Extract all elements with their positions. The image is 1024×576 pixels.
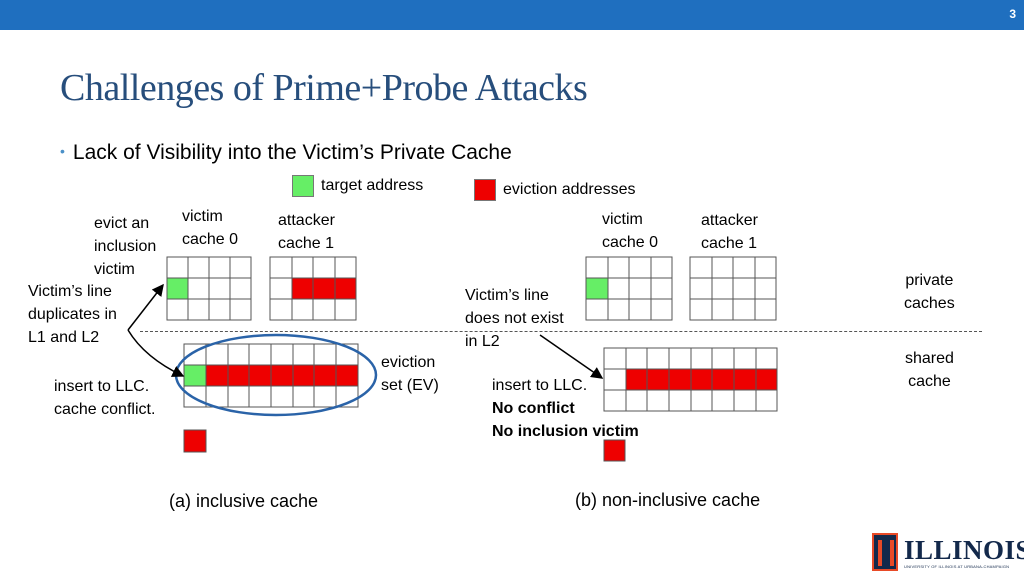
illinois-block-i-icon — [872, 533, 898, 571]
arrow-to-empty-llc-slot — [539, 334, 604, 379]
slide-title: Challenges of Prime+Probe Attacks — [60, 67, 588, 109]
illinois-logo: ILLINOIS UNIVERSITY OF ILLINOIS AT URBAN… — [872, 533, 1024, 573]
nonincl-shared-llc — [603, 347, 778, 412]
slide-number: 3 — [1009, 7, 1016, 21]
private-shared-divider — [140, 331, 982, 332]
incl-attacker-private-cache — [269, 256, 357, 321]
incl-inserted-line — [183, 429, 207, 453]
legend-eviction-swatch — [474, 179, 496, 201]
incl-insert-llc-note: insert to LLC.cache conflict. — [54, 378, 156, 418]
header-bar: 3 — [0, 0, 1024, 30]
bullet-point: • Lack of Visibility into the Victim’s Pr… — [60, 141, 512, 165]
noninclusive-caption: (b) non-inclusive cache — [575, 490, 761, 510]
logo-subtitle: UNIVERSITY OF ILLINOIS AT URBANA-CHAMPAI… — [904, 564, 1010, 569]
bullet-text: Lack of Visibility into the Victim’s Pri… — [72, 141, 512, 164]
arrow-to-llc-victim — [127, 329, 185, 377]
nonincl-victim-private-cache — [585, 256, 673, 321]
inclusive-caption: (a) inclusive cache — [169, 491, 319, 511]
incl-shared-llc — [183, 343, 359, 408]
legend-eviction-label: eviction addresses — [503, 181, 636, 198]
incl-victim-private-cache — [166, 256, 252, 321]
legend-target-swatch — [292, 175, 314, 197]
arrow-to-victim-l1 — [127, 283, 164, 331]
bullet-icon: • — [60, 143, 65, 159]
logo-wordmark: ILLINOIS — [904, 535, 1024, 565]
nonincl-attacker-private-cache — [689, 256, 777, 321]
nonincl-inserted-line — [603, 439, 626, 462]
legend-target-label: target address — [321, 177, 424, 194]
